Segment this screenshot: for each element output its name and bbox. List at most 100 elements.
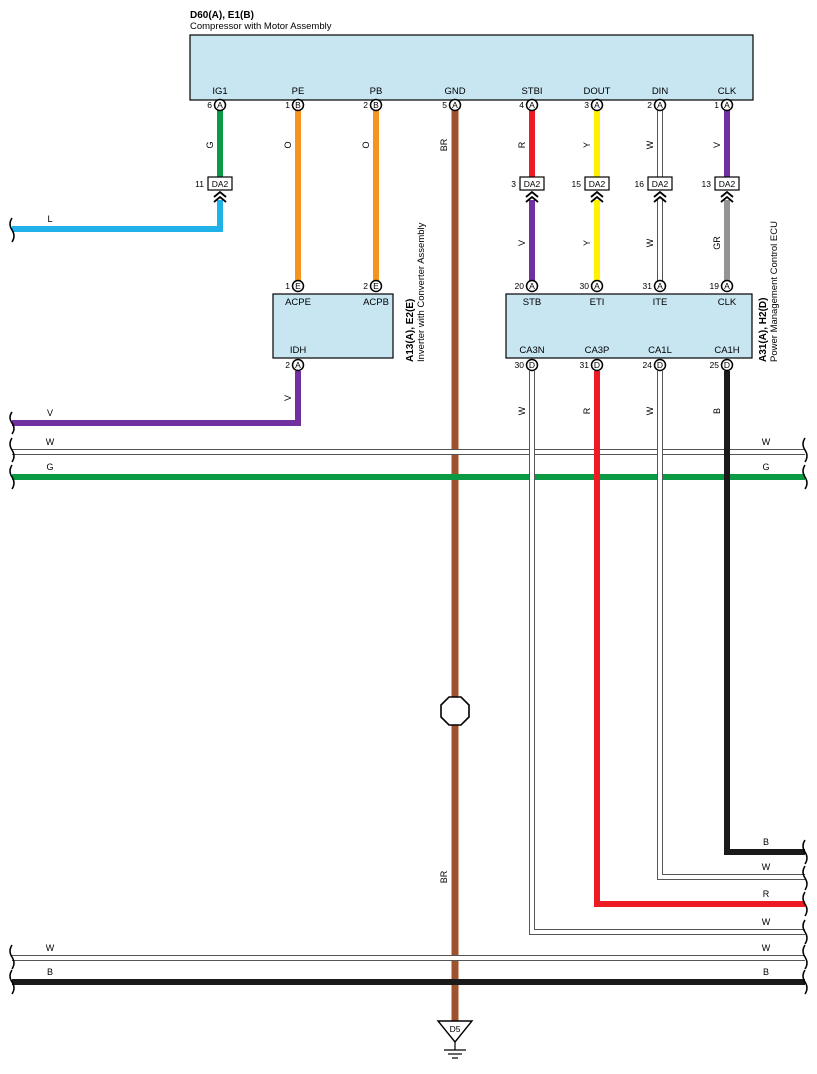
wire-color-label: W [762, 437, 771, 447]
wire-color-label: V [517, 240, 527, 246]
pin-label: IDH [290, 345, 307, 356]
break-right-bot-w [802, 944, 808, 970]
wire-color-label: V [712, 142, 722, 148]
break-left-bot-b [9, 969, 15, 995]
pin-circle [653, 98, 667, 112]
pin-number: 24 [643, 360, 653, 370]
pin-label: DOUT [584, 86, 611, 97]
ecu-code: A31(A), H2(D) [758, 298, 769, 362]
break-left-l [9, 217, 15, 243]
pin-connector: A [217, 100, 223, 110]
junction-connector: DA2 16 [635, 176, 673, 203]
wire-color-label: B [763, 837, 769, 847]
pin-circle [448, 98, 462, 112]
pin-label: PB [370, 86, 383, 97]
inverter-box [272, 293, 394, 359]
break-left-v [9, 411, 15, 435]
pin-connector: A [529, 281, 535, 291]
wire-color-label: B [712, 408, 722, 414]
pin-number: 5 [442, 100, 447, 110]
pin-connector: B [373, 100, 379, 110]
junction-label: DA2 [212, 179, 229, 189]
pin-number: 6 [207, 100, 212, 110]
wire-color-label: W [762, 862, 771, 872]
junction-box [207, 176, 233, 191]
pin-number: 30 [515, 360, 525, 370]
pin-connector: A [295, 360, 301, 370]
pin-connector: E [295, 281, 301, 291]
chevron-icon [720, 190, 734, 198]
wire-color-label: Y [582, 142, 592, 148]
pin-label: ACPB [363, 297, 389, 308]
junction-number: 15 [572, 179, 582, 189]
wire-color-label: R [582, 407, 592, 414]
pin-connector: A [657, 100, 663, 110]
pin-number: 1 [714, 100, 719, 110]
ground-triangle [436, 1020, 474, 1044]
wire-ca1h-b [724, 371, 805, 855]
wire-color-label: R [763, 889, 770, 899]
pin-label: DIN [652, 86, 669, 97]
pin-number: 20 [515, 281, 525, 291]
pin-circle [653, 358, 667, 372]
wire-color-label: W [645, 406, 655, 415]
pin-label: ETI [590, 297, 605, 308]
inverter-code: A13(A), E2(E) [405, 299, 416, 362]
pin-number: 3 [584, 100, 589, 110]
ground-symbol: D5 [436, 1020, 474, 1059]
pin-label: PE [292, 86, 305, 97]
ecu-box [505, 293, 753, 359]
pin-connector: A [594, 281, 600, 291]
pin-circle [653, 279, 667, 293]
pin-connector: A [529, 100, 535, 110]
pin-label: CA3N [519, 345, 544, 356]
junction-box [714, 176, 740, 191]
pin-connector: D [724, 360, 730, 370]
wire-color-label: W [46, 943, 55, 953]
wire-color-label: W [762, 917, 771, 927]
junction-label: DA2 [652, 179, 669, 189]
pin-connector: B [295, 100, 301, 110]
pin-number: 31 [643, 281, 653, 291]
pin-number: 2 [363, 100, 368, 110]
pin-circle [291, 279, 305, 293]
pin-connector: A [724, 281, 730, 291]
break-right-r [802, 891, 808, 917]
wire-ca3p-r [594, 371, 805, 907]
junction-number: 3 [511, 179, 516, 189]
junction-label: DA2 [719, 179, 736, 189]
pin-circle [525, 98, 539, 112]
pin-label: CA3P [585, 345, 610, 356]
pin-circle [369, 98, 383, 112]
pin-label: STB [523, 297, 541, 308]
pin-circle [213, 98, 227, 112]
chevron-icon [653, 195, 667, 203]
pin-circle [590, 279, 604, 293]
pin-connector: D [657, 360, 663, 370]
pin-connector: D [529, 360, 535, 370]
ground-label: D5 [450, 1024, 461, 1034]
pin-number: 2 [285, 360, 290, 370]
ecu-name: Power Management Control ECU [769, 221, 780, 362]
pin-connector: A [657, 281, 663, 291]
pin-circle [720, 358, 734, 372]
pin-number: 31 [580, 360, 590, 370]
wire-color-label: B [763, 967, 769, 977]
junction-number: 16 [635, 179, 645, 189]
wire-color-label: BR [439, 138, 449, 151]
wire-color-label: W [517, 406, 527, 415]
compressor-component: D60(A), E1(B) Compressor with Motor Asse… [189, 10, 754, 101]
